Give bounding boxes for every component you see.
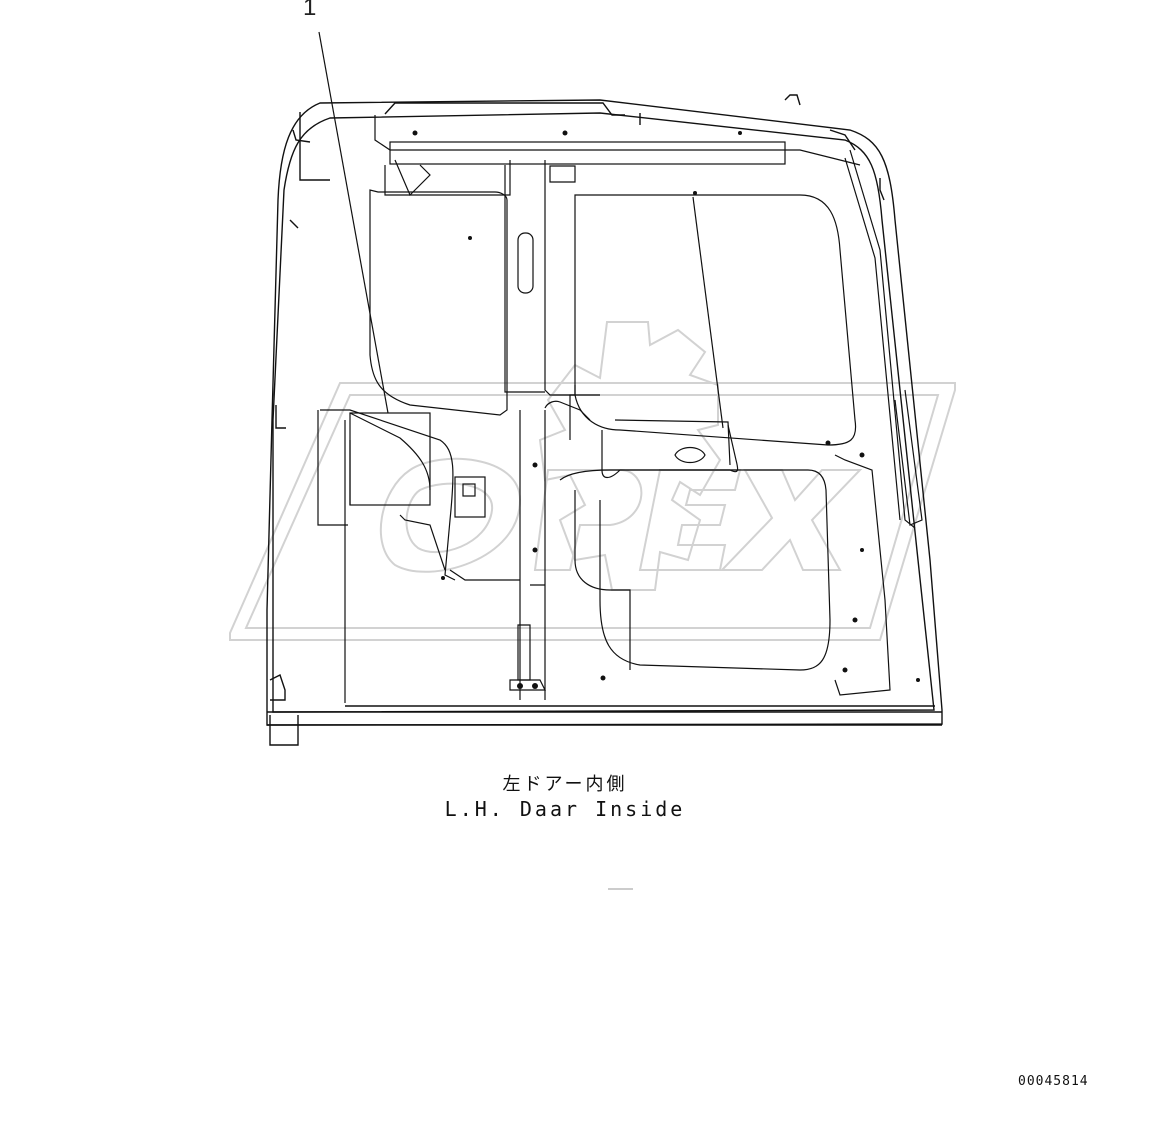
opex-logo <box>229 382 956 641</box>
gear-icon <box>538 321 722 591</box>
door-outline <box>266 94 943 746</box>
leader-lines <box>318 31 724 429</box>
document-id: 00045814 <box>1018 1074 1089 1089</box>
fasteners <box>412 130 920 689</box>
caption-english: L.H. Daar Inside <box>444 797 686 821</box>
lower-panel <box>317 400 891 703</box>
caption-japanese: 左ドアー内側 <box>502 774 628 795</box>
watermark-logo <box>229 321 956 641</box>
window-frame <box>369 115 923 529</box>
callout-number-1: 1 <box>303 0 317 21</box>
callout-1-leader <box>318 31 389 414</box>
